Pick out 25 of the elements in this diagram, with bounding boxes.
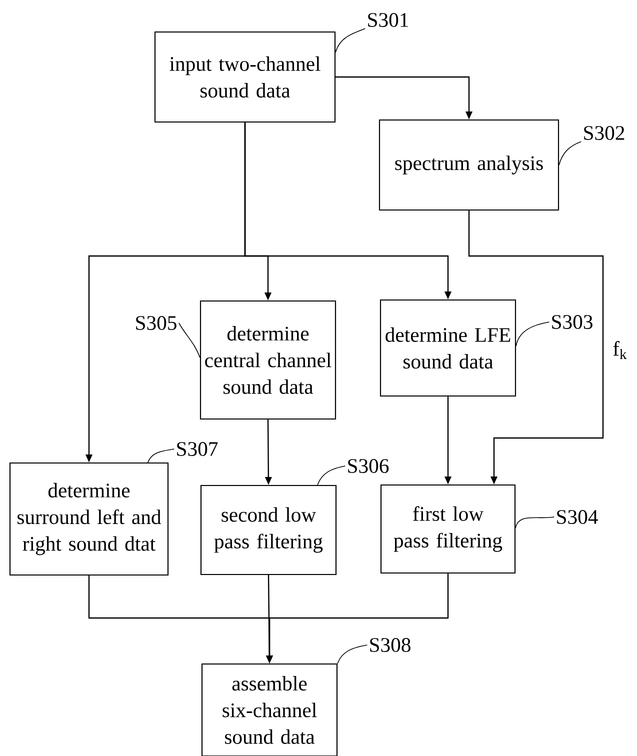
leader-line <box>515 516 555 529</box>
leader-line <box>516 322 550 346</box>
leader-line <box>337 644 368 664</box>
step-label: S303 <box>552 315 592 329</box>
step-label: S305 <box>136 316 176 330</box>
leader-line <box>147 448 175 463</box>
leader-line <box>558 141 582 166</box>
process-box: second low pass filtering <box>200 484 337 576</box>
step-label: S302 <box>584 126 624 140</box>
step-label: S301 <box>368 13 408 27</box>
process-box: determine LFE sound data <box>380 299 516 397</box>
leader-line <box>178 322 200 358</box>
edge-label: f$_{k}$ <box>611 340 629 360</box>
process-box: first low pass filtering <box>380 484 516 574</box>
leader-line <box>317 466 346 486</box>
leader-line <box>335 28 366 53</box>
step-label: S306 <box>348 459 389 473</box>
process-box: spectrum analysis <box>378 119 560 211</box>
step-label: S307 <box>177 442 218 456</box>
process-box: input two-channel sound data <box>154 31 336 123</box>
step-label: S304 <box>557 510 598 524</box>
process-box: determine central channel sound data <box>200 300 336 420</box>
process-box: determine surround left and right sound dtat <box>9 462 169 576</box>
process-box: assemble six-channel sound data <box>201 663 338 756</box>
step-label: S308 <box>370 638 410 652</box>
